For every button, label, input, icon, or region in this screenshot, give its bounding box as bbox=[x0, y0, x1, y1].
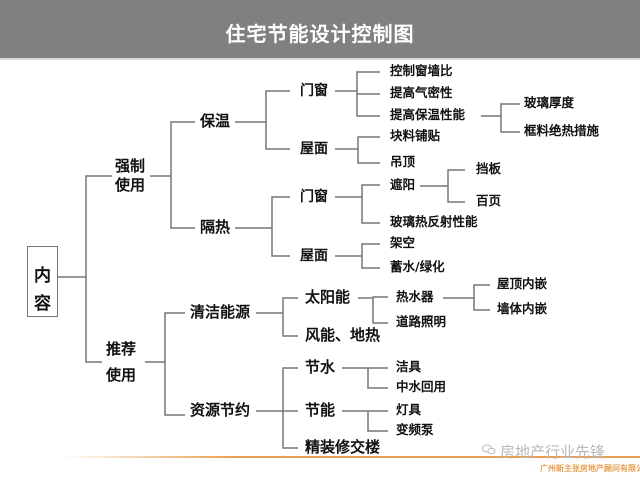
node-finished-delivery: 精装修交楼 bbox=[305, 438, 381, 456]
node-shading: 遮阳 bbox=[390, 177, 416, 192]
page-title: 住宅节能设计控制图 bbox=[225, 22, 415, 46]
node-vfd-pump: 变频泵 bbox=[396, 422, 434, 437]
node-insulation-roof: 屋面 bbox=[300, 141, 328, 157]
node-glass-reflection: 玻璃热反射性能 bbox=[390, 214, 478, 229]
node-overhead: 架空 bbox=[390, 235, 416, 250]
node-block-paving: 块料铺贴 bbox=[390, 128, 441, 143]
root-node-box: 内 容 bbox=[27, 246, 58, 317]
root-node-line1: 内 bbox=[34, 266, 51, 286]
wechat-icon bbox=[482, 444, 496, 455]
node-glass-thickness: 玻璃厚度 bbox=[524, 95, 575, 110]
node-roof-embedded: 屋顶内嵌 bbox=[497, 276, 548, 291]
footer-company: 广州新主张房地产顾问有限公司 bbox=[540, 464, 640, 473]
node-water-green: 蓄水/绿化 bbox=[390, 259, 445, 274]
node-mandatory-line1: 强制 bbox=[115, 157, 146, 175]
node-insulation-performance: 提高保温性能 bbox=[390, 107, 466, 122]
node-solar: 太阳能 bbox=[305, 288, 351, 306]
node-louver: 百页 bbox=[476, 193, 502, 208]
node-recommended-line1: 推荐 bbox=[106, 340, 137, 358]
node-insulation: 保温 bbox=[200, 112, 231, 130]
footer-divider bbox=[60, 456, 640, 458]
node-wind-geothermal: 风能、地热 bbox=[305, 326, 381, 344]
node-ceiling: 吊顶 bbox=[390, 154, 416, 169]
node-heat-roof: 屋面 bbox=[300, 248, 328, 264]
node-energy-saving: 节能 bbox=[305, 401, 336, 419]
node-insulation-windows: 门窗 bbox=[300, 83, 328, 99]
node-frame-insulation: 框料绝热措施 bbox=[524, 123, 600, 138]
node-mandatory-line2: 使用 bbox=[115, 176, 146, 194]
footer-brand: 房地产行业先锋 bbox=[500, 443, 606, 461]
node-reclaimed-water: 中水回用 bbox=[396, 379, 447, 394]
node-resource-saving: 资源节约 bbox=[190, 401, 251, 419]
root-node-line2: 容 bbox=[34, 294, 51, 314]
node-clean-energy: 清洁能源 bbox=[190, 303, 251, 321]
node-wall-embedded: 墙体内嵌 bbox=[497, 301, 548, 316]
node-heat-windows: 门窗 bbox=[300, 189, 328, 205]
node-sanitary-ware: 洁具 bbox=[396, 359, 422, 374]
node-heat-proof: 隔热 bbox=[200, 218, 231, 236]
node-window-wall-ratio: 控制窗墙比 bbox=[390, 63, 453, 78]
node-road-lighting: 道路照明 bbox=[396, 314, 447, 329]
node-water-saving: 节水 bbox=[305, 358, 336, 376]
node-water-heater: 热水器 bbox=[396, 289, 434, 304]
title-bar: 住宅节能设计控制图 bbox=[0, 0, 640, 60]
node-lamps: 灯具 bbox=[396, 402, 422, 417]
node-baffle: 挡板 bbox=[476, 161, 502, 176]
node-airtightness: 提高气密性 bbox=[390, 85, 453, 100]
node-recommended-line2: 使用 bbox=[106, 366, 137, 384]
